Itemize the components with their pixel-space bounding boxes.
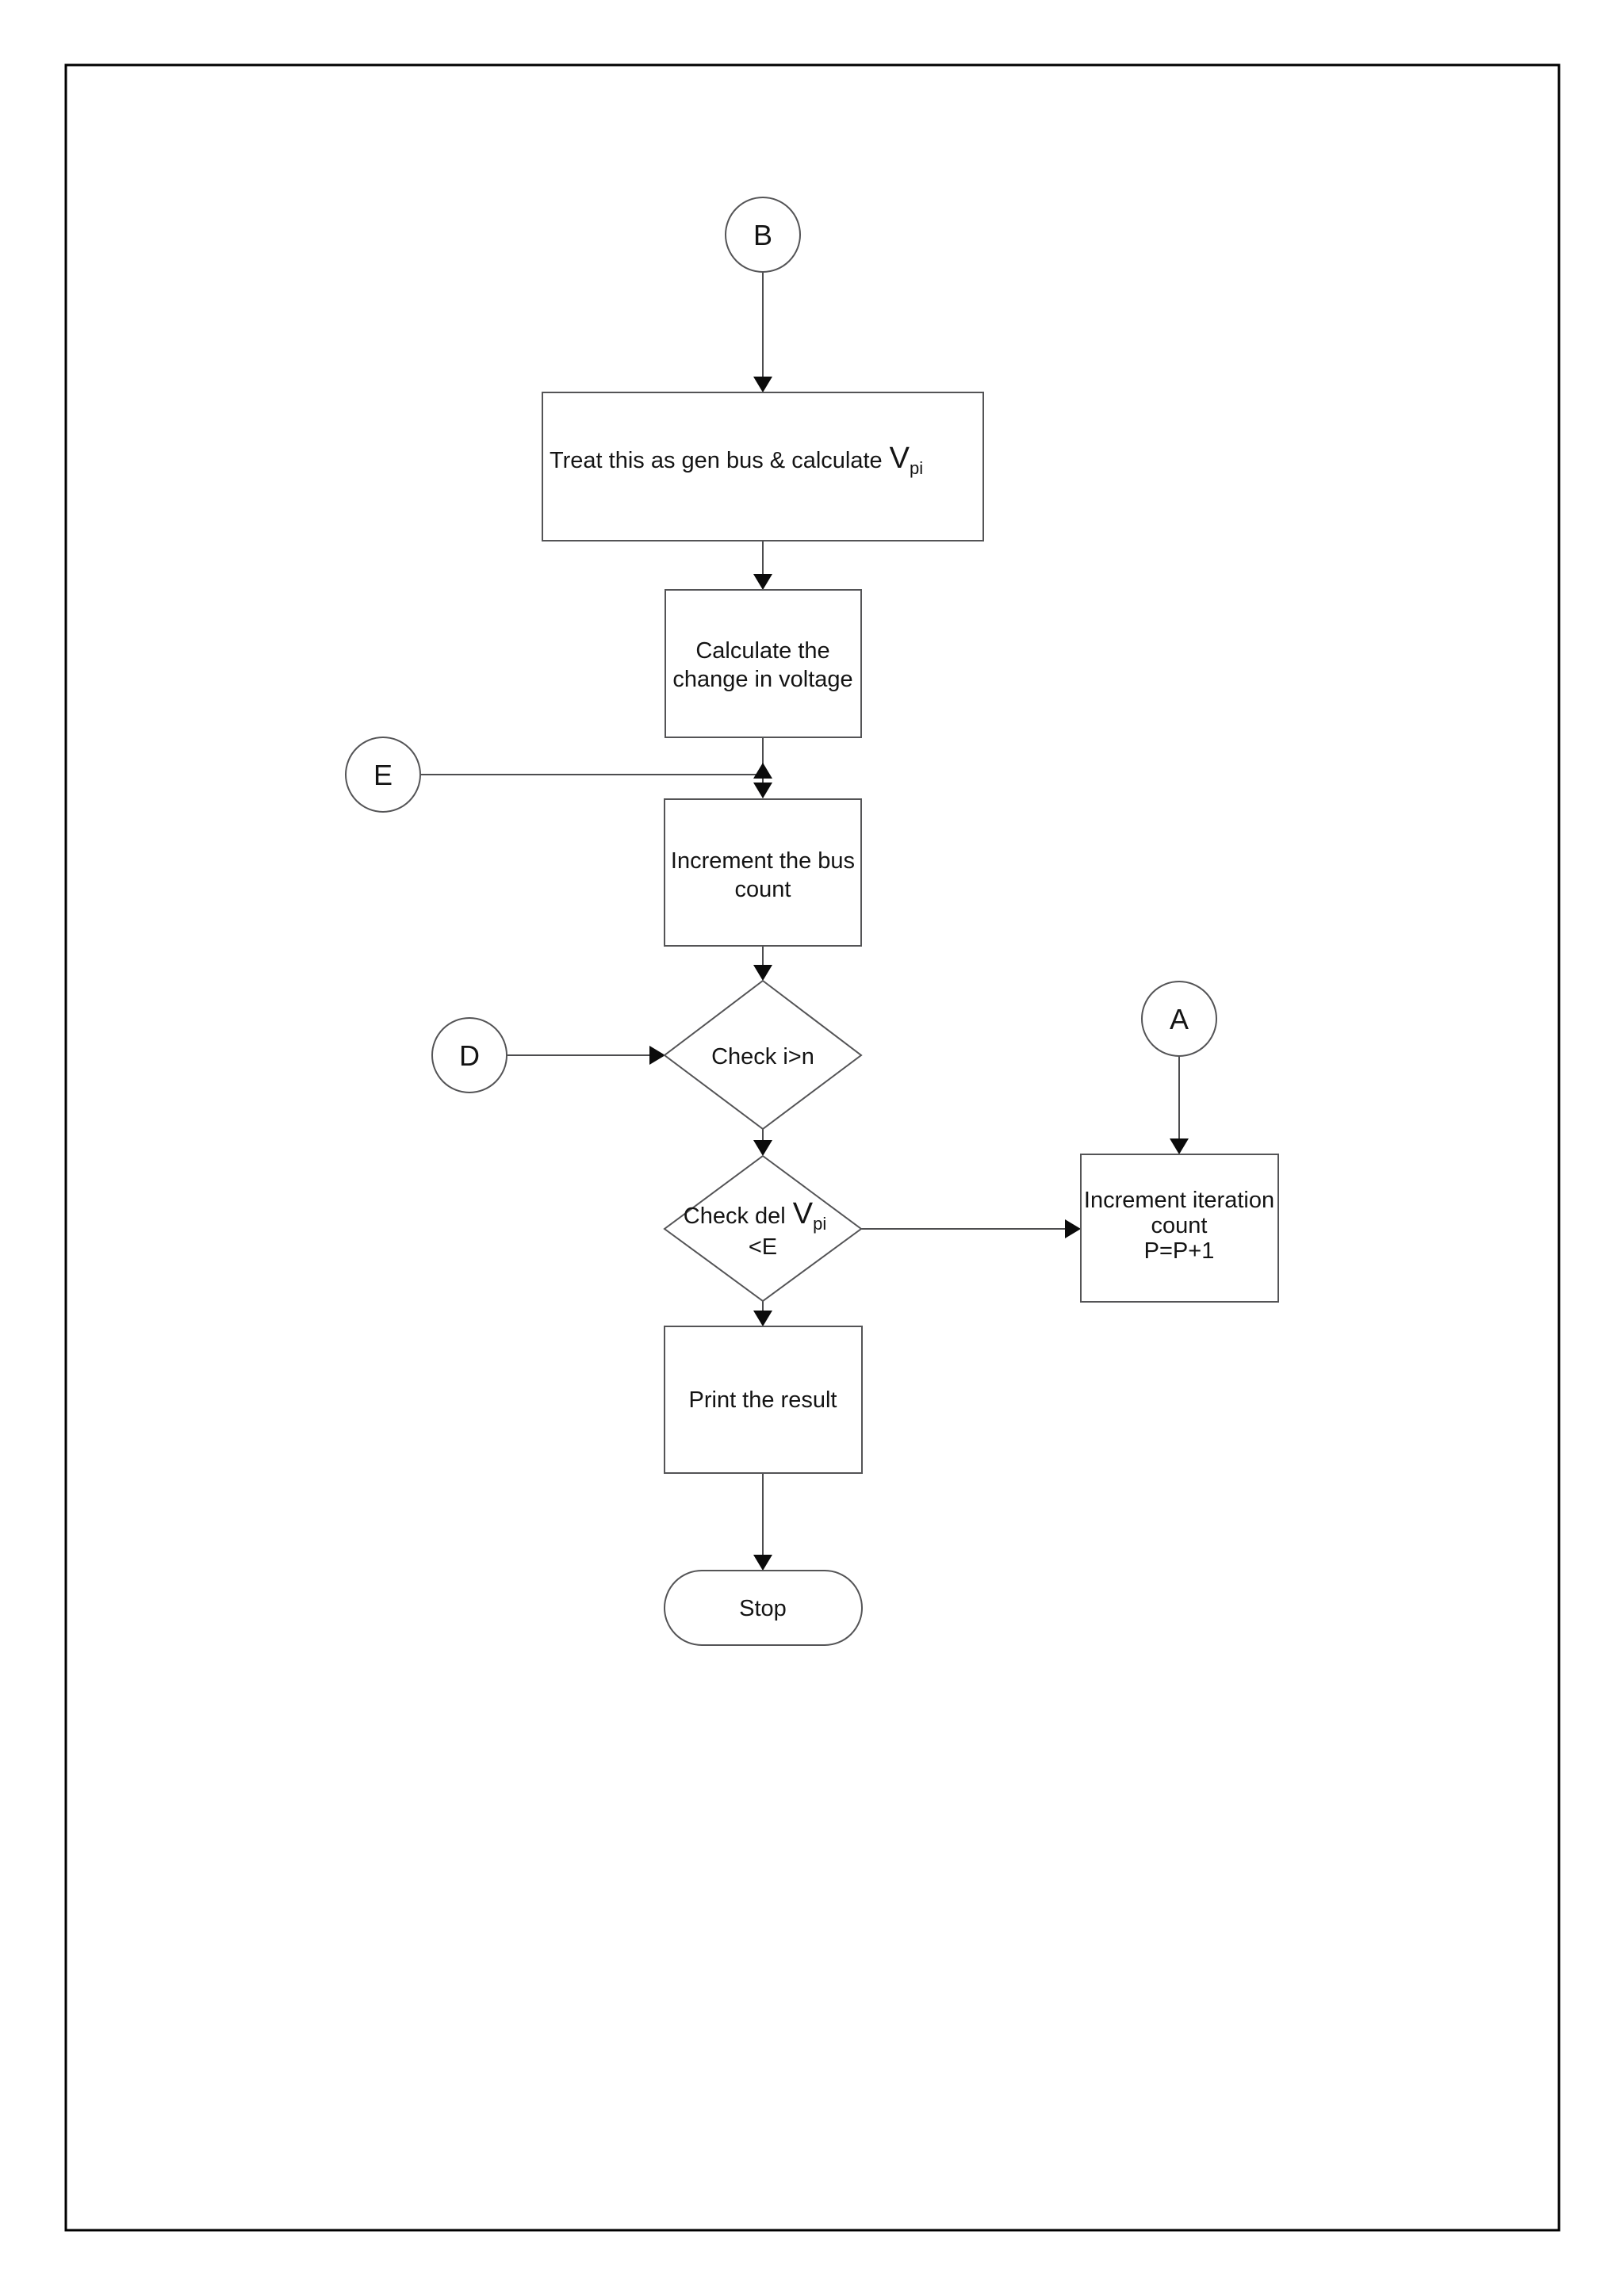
connector-circle-b: B — [725, 197, 801, 273]
node-increment-bus-shape — [664, 798, 862, 947]
node-increment-iter: Increment iteration count P=P+1 — [1080, 1154, 1279, 1303]
arrowhead-up-at-junction — [753, 763, 772, 779]
node-increment-iter-line1: Increment iteration — [1084, 1188, 1274, 1213]
node-calc-voltage-line1: Calculate the — [695, 638, 829, 664]
node-check-i-label: Check i>n — [711, 1044, 814, 1070]
arrowhead-into-check-delv — [753, 1140, 772, 1156]
arrowhead-d-into-check-i — [649, 1046, 665, 1065]
circle-e-label: E — [373, 759, 393, 791]
connector-circle-e: E — [345, 737, 421, 813]
node-stop: Stop — [664, 1570, 863, 1646]
circle-d-label: D — [459, 1039, 480, 1072]
arrowhead-into-calc — [753, 574, 772, 590]
node-stop-label: Stop — [739, 1596, 787, 1621]
node-increment-bus: Increment the bus count — [664, 798, 862, 947]
arrowhead-into-increment-iter — [1065, 1219, 1081, 1238]
arrowhead-into-treat — [753, 377, 772, 392]
node-print-result: Print the result — [664, 1326, 863, 1474]
node-print-result-label: Print the result — [689, 1387, 837, 1413]
circle-a-shape — [1141, 981, 1217, 1057]
node-check-delv-line2: <E — [749, 1234, 777, 1260]
connector-circle-a: A — [1141, 981, 1217, 1057]
page-border — [64, 63, 1561, 2232]
node-check-delv-shape — [663, 1154, 863, 1303]
arrowhead-into-print — [753, 1311, 772, 1326]
node-calc-voltage: Calculate the change in voltage — [665, 589, 862, 738]
arrowhead-into-check-i — [753, 965, 772, 981]
node-calc-voltage-shape — [665, 589, 862, 738]
node-increment-bus-line2: count — [735, 877, 791, 902]
connector-circle-d: D — [431, 1017, 508, 1093]
circle-a-label: A — [1170, 1003, 1189, 1035]
node-treat-gen-bus-shape — [542, 392, 984, 541]
node-calc-voltage-line2: change in voltage — [672, 667, 852, 692]
circle-b-label: B — [753, 219, 772, 251]
node-print-result-shape — [664, 1326, 863, 1474]
node-stop-shape — [664, 1570, 863, 1646]
node-increment-iter-line2: count — [1151, 1213, 1208, 1238]
arrowhead-into-stop — [753, 1555, 772, 1571]
arrowhead-into-increment-bus — [753, 783, 772, 798]
circle-d-shape — [431, 1017, 508, 1093]
node-increment-bus-line1: Increment the bus — [671, 848, 855, 874]
arrowhead-a-into-increment-iter — [1170, 1138, 1189, 1154]
node-increment-iter-line3: P=P+1 — [1144, 1238, 1215, 1264]
circle-b-shape — [725, 197, 801, 273]
node-check-i: Check i>n — [663, 979, 863, 1131]
circle-e-shape — [345, 737, 421, 813]
node-increment-iter-shape — [1080, 1154, 1279, 1303]
node-check-i-shape — [663, 979, 863, 1131]
